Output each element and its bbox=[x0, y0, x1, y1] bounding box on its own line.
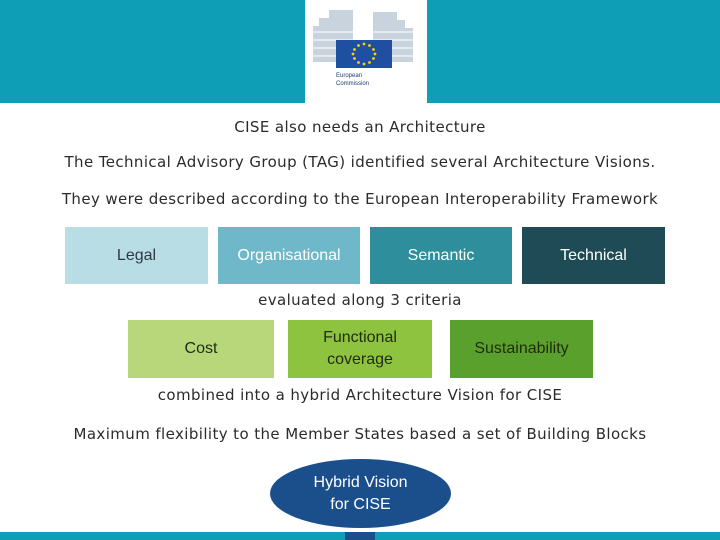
eif-statement: They were described according to the Eur… bbox=[61, 190, 659, 208]
criterion-functional-coverage-box: Functional coverage bbox=[288, 320, 432, 378]
combined-statement: combined into a hybrid Architecture Visi… bbox=[157, 386, 563, 404]
flexibility-statement: Maximum flexibility to the Member States… bbox=[73, 425, 647, 443]
criteria-statement: evaluated along 3 criteria bbox=[258, 291, 462, 309]
layer-semantic-box: Semantic bbox=[370, 227, 512, 284]
criterion-sustainability-box: Sustainability bbox=[450, 320, 593, 378]
hybrid-vision-oval: Hybrid Vision for CISE bbox=[270, 459, 451, 528]
layer-technical-box: Technical bbox=[522, 227, 665, 284]
hybrid-vision-label: Hybrid Vision for CISE bbox=[313, 473, 408, 513]
commission-building-icon bbox=[313, 10, 413, 68]
logo-text-line2: Commission bbox=[336, 81, 370, 87]
layer-legal-box: Legal bbox=[65, 227, 208, 284]
tag-statement: The Technical Advisory Group (TAG) ident… bbox=[64, 153, 656, 171]
criterion-cost-box: Cost bbox=[128, 320, 274, 378]
european-commission-logo: European Commission bbox=[305, 0, 427, 103]
footer-accent bbox=[345, 532, 375, 540]
slide-title: CISE also needs an Architecture bbox=[234, 118, 486, 136]
layer-organisational-box: Organisational bbox=[218, 227, 360, 284]
logo-text-line1: European bbox=[336, 73, 363, 79]
